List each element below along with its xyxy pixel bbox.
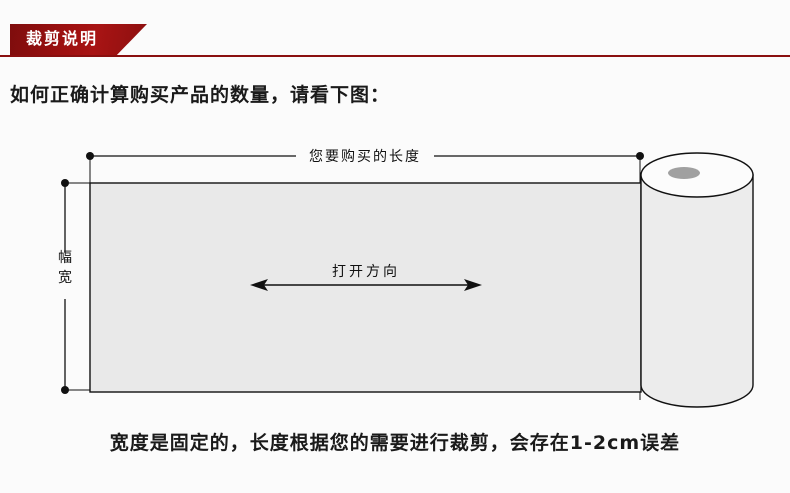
left-dimension-label-char1: 幅 [58,250,72,266]
direction-arrow-head-right [464,279,482,291]
footer-note: 宽度是固定的，长度根据您的需要进行裁剪，会存在1-2cm误差 [109,432,681,454]
roll-body [640,174,754,408]
top-dimension-dot-left [86,152,94,160]
fabric-sheet [89,182,642,393]
direction-arrow-head-left [250,279,268,291]
left-dimension-label-char2: 宽 [58,269,72,286]
section-header-title: 裁剪说明 [26,29,99,48]
section-header-divider [0,55,790,57]
direction-label: 打开方向 [332,263,400,280]
top-dimension-label: 您要购买的长度 [309,148,421,165]
cutting-diagram: 您要购买的长度 幅 宽 幅宽 打开方向 [0,130,790,415]
section-header: 裁剪说明 [0,22,790,58]
roll-core-hole-icon [668,167,700,179]
top-dimension-dot-right [636,152,644,160]
intro-text: 如何正确计算购买产品的数量，请看下图： [10,84,391,106]
